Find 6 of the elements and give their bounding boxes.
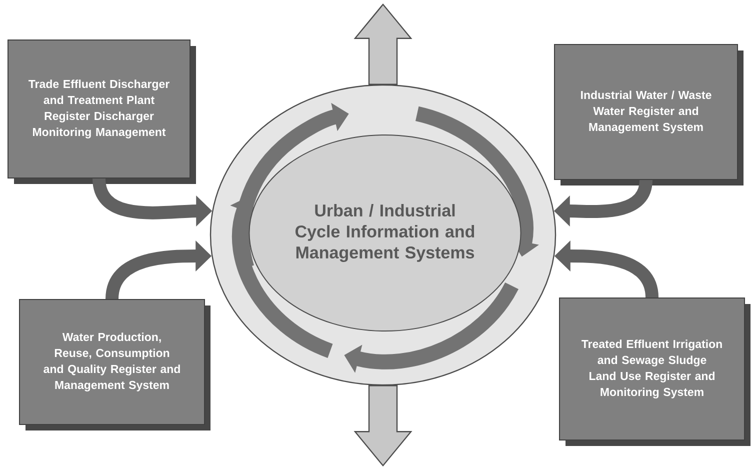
outflow-arrow bbox=[354, 3, 412, 85]
outflow-arrow bbox=[354, 385, 412, 467]
system-box: Treated Effluent Irrigation and Sewage Sludge Land Use Register and Monitoring System bbox=[559, 298, 750, 446]
system-box: Industrial Water / Waste Water Register and Management System bbox=[554, 44, 744, 186]
system-box: Trade Effluent Discharger and Treatment Plant Register Discharger Monitoring Management bbox=[8, 40, 196, 184]
system-box: Water Production, Reuse, Consumption and Quality Register and Management System bbox=[19, 299, 210, 430]
